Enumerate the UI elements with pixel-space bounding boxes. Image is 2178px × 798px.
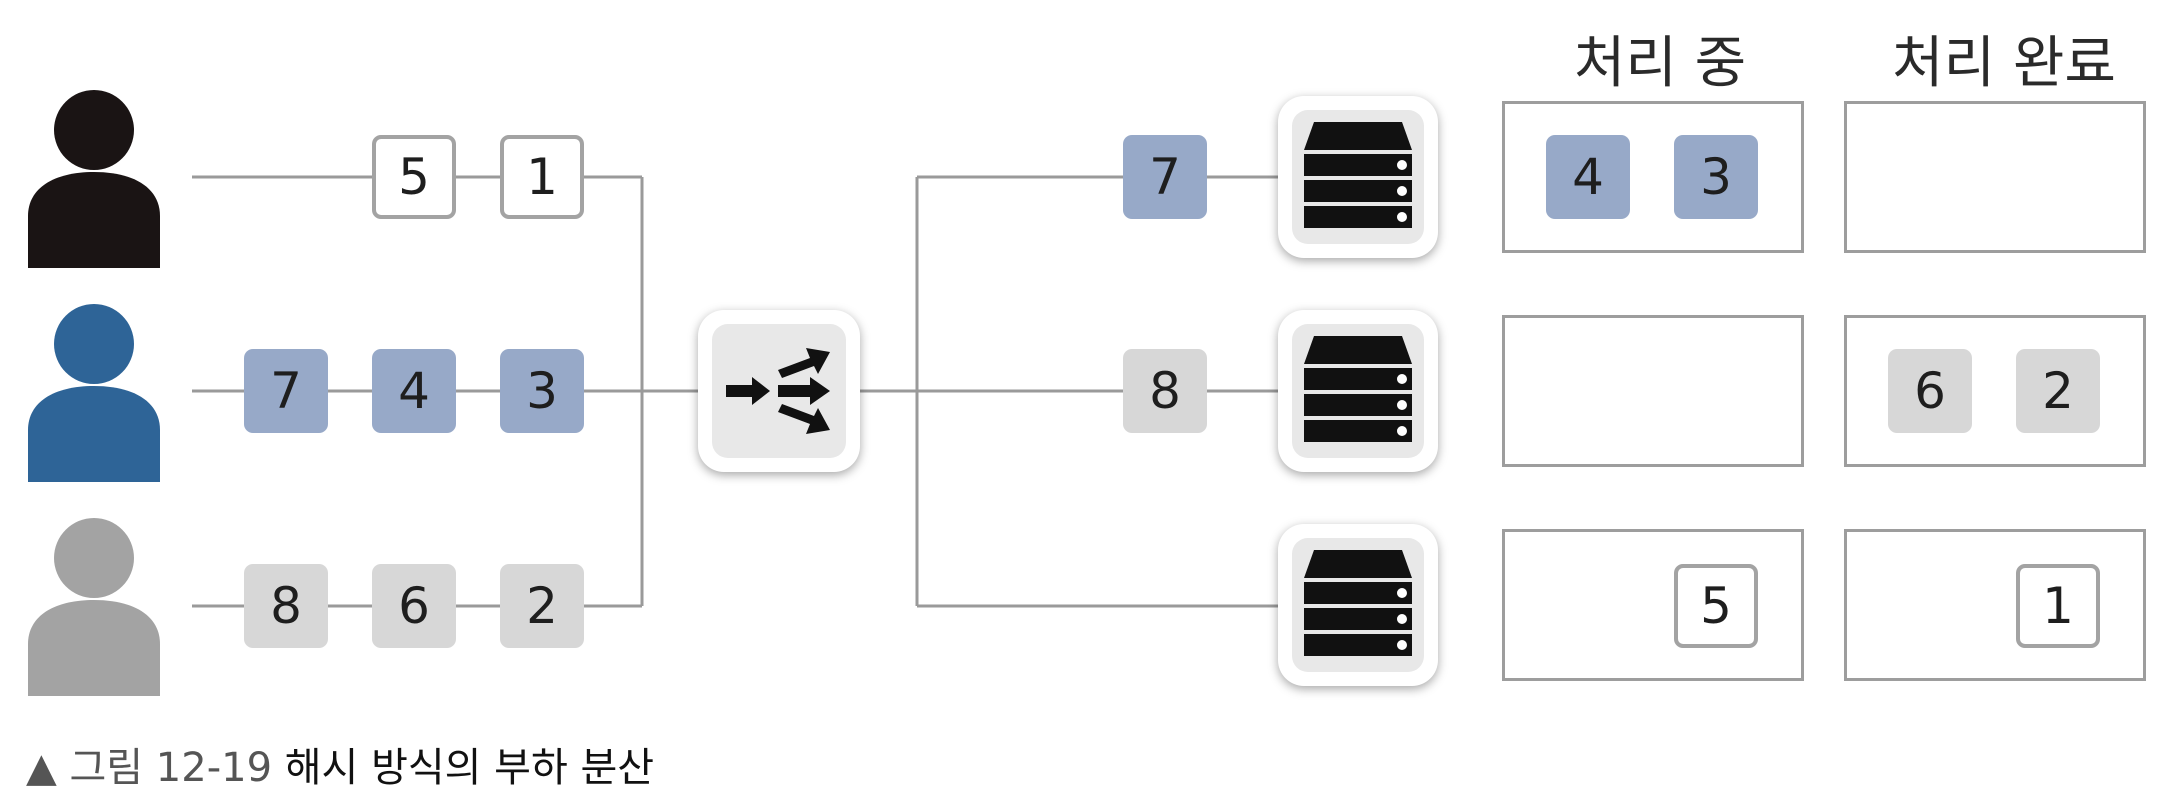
request-chip: 7 xyxy=(244,349,328,433)
server-icon xyxy=(1304,550,1412,656)
completed-chip: 6 xyxy=(1888,349,1972,433)
load-balancer xyxy=(698,310,860,472)
server-1 xyxy=(1278,96,1438,258)
processing-box-3 xyxy=(1502,529,1804,681)
completed-chip: 2 xyxy=(2016,349,2100,433)
person-icon xyxy=(28,518,160,696)
completed-header: 처리 완료 xyxy=(1892,31,2116,96)
request-chip: 5 xyxy=(372,135,456,219)
processing-chip: 5 xyxy=(1674,564,1758,648)
request-chip: 3 xyxy=(500,349,584,433)
caption-figure-number: 그림 12-19 xyxy=(69,745,273,791)
server-icon xyxy=(1304,336,1412,442)
person-icon xyxy=(28,90,160,268)
figure-caption: ▲ 그림 12-19 해시 방식의 부하 분산 xyxy=(26,735,654,793)
server-3 xyxy=(1278,524,1438,686)
load-balancer-icon xyxy=(726,348,830,434)
completed-box-1 xyxy=(1844,101,2146,253)
caption-marker: ▲ xyxy=(26,745,57,791)
request-chip: 8 xyxy=(244,564,328,648)
transit-chip: 7 xyxy=(1123,135,1207,219)
processing-chip: 4 xyxy=(1546,135,1630,219)
server-2 xyxy=(1278,310,1438,472)
person-icon xyxy=(28,304,160,482)
request-chip: 2 xyxy=(500,564,584,648)
processing-box-2 xyxy=(1502,315,1804,467)
completed-chip: 1 xyxy=(2016,564,2100,648)
request-chip: 4 xyxy=(372,349,456,433)
processing-header: 처리 중 xyxy=(1573,31,1747,96)
request-chip: 1 xyxy=(500,135,584,219)
processing-chip: 3 xyxy=(1674,135,1758,219)
caption-title: 해시 방식의 부하 분산 xyxy=(284,745,655,791)
completed-box-3 xyxy=(1844,529,2146,681)
server-icon xyxy=(1304,122,1412,228)
transit-chip: 8 xyxy=(1123,349,1207,433)
request-chip: 6 xyxy=(372,564,456,648)
